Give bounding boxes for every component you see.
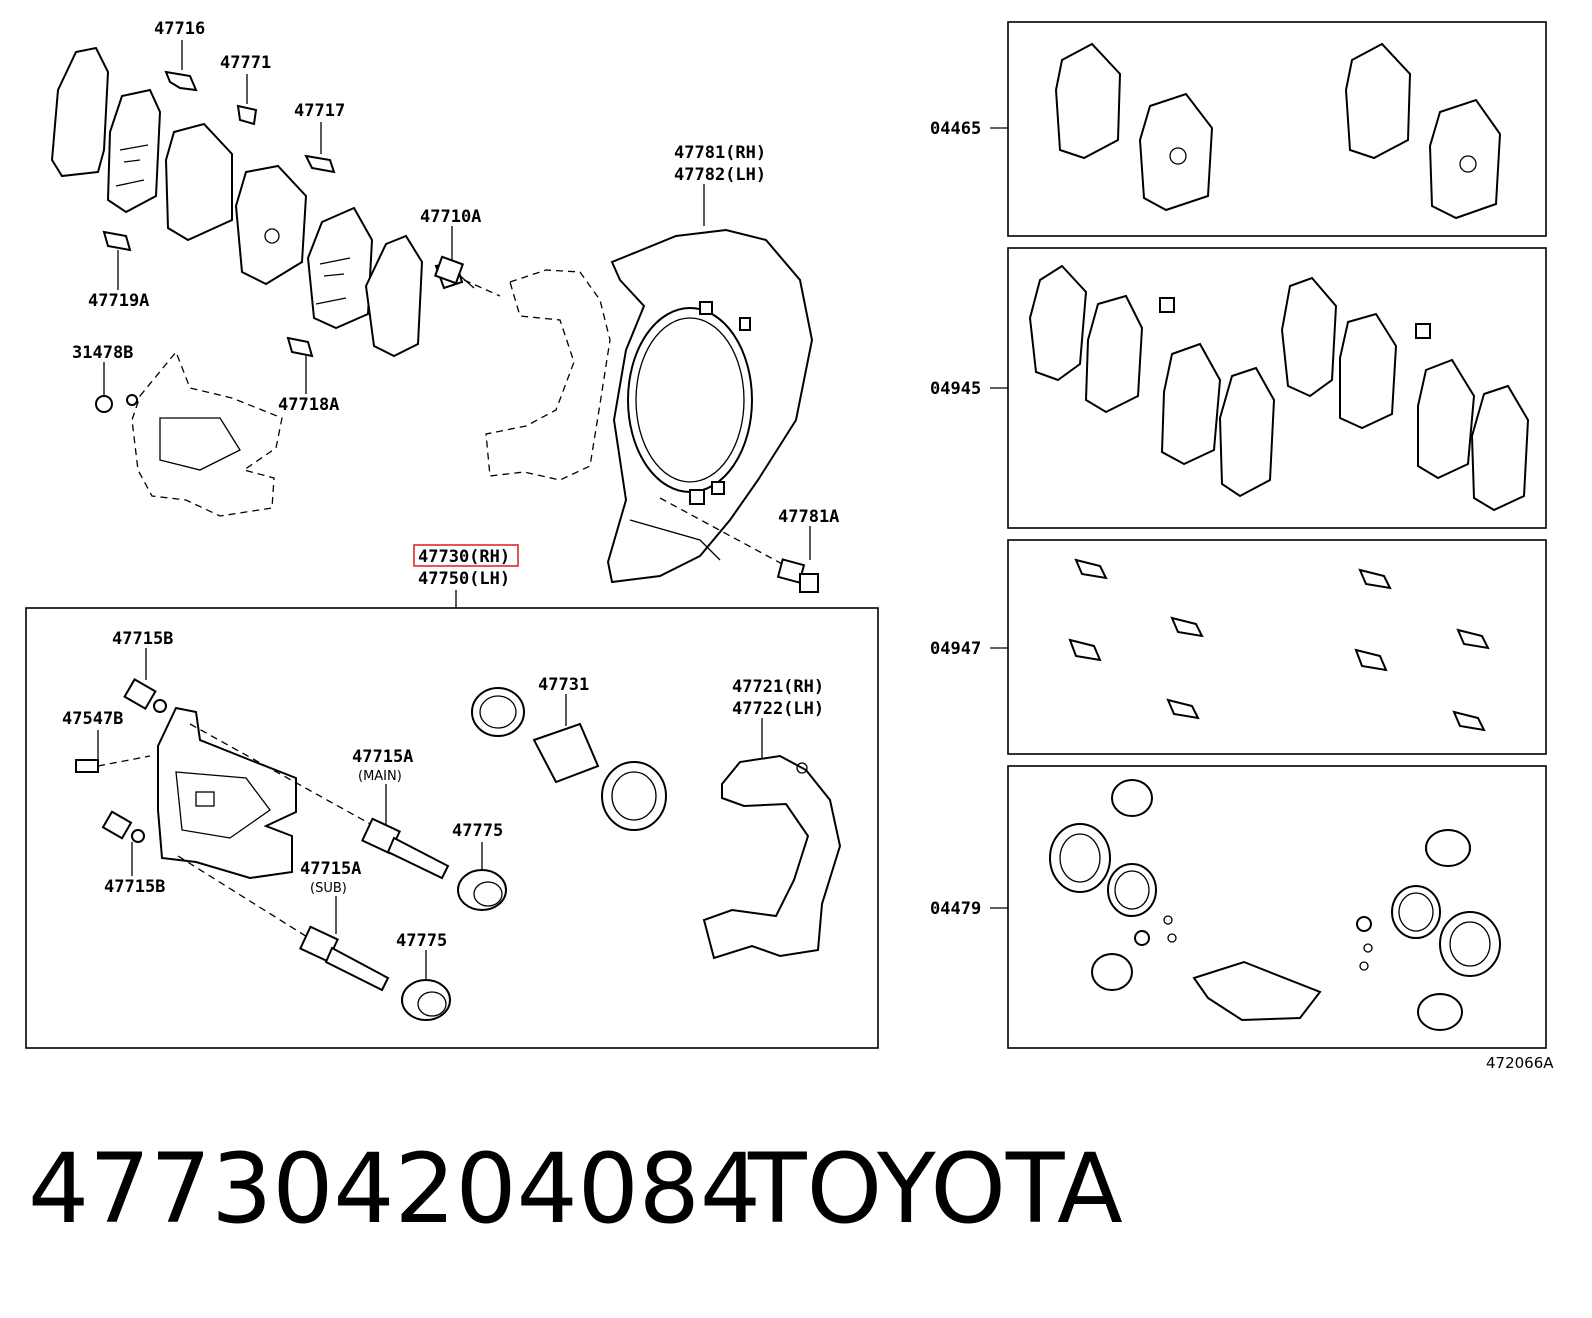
label-47719a: 47719A [88,291,149,311]
kit-panel-04465 [990,21,1547,237]
label-47717: 47717 [294,101,345,121]
label-47750lh: 47750(LH) [418,569,510,589]
label-47775-bottom: 47775 [396,931,447,951]
label-47716: 47716 [154,19,205,39]
label-47718a: 47718A [278,395,339,415]
label-47710a: 47710A [420,207,481,227]
label-47730rh[interactable]: 47730(RH) [418,547,510,567]
label-04479: 04479 [930,899,981,919]
guide-pin-sub-illustration [299,925,390,992]
label-47775-top: 47775 [452,821,503,841]
pad-set-illustration [50,46,424,358]
label-47721rh: 47721(RH) [732,677,824,697]
label-47731: 47731 [538,675,589,695]
label-04465: 04465 [930,119,981,139]
label-04947: 04947 [930,639,981,659]
label-47782lh: 47782(LH) [674,165,766,185]
bolt-47710a-illustration [433,255,475,289]
label-47781rh: 47781(RH) [674,143,766,163]
label-47715a-main: 47715A [352,747,413,767]
kit-panel-04945 [990,247,1547,529]
dust-cover-illustration [606,228,814,584]
leader-lines-upper [103,40,811,608]
label-47715b-top: 47715B [112,629,173,649]
label-47547b: 47547B [62,709,123,729]
caliper-body-illustration [157,706,375,941]
boot-47775-illustration [401,869,507,1021]
guide-pin-main-illustration [361,817,450,880]
label-47722lh: 47722(LH) [732,699,824,719]
brand-heading: TOYOTA [747,1133,1123,1245]
label-main-tag: (MAIN) [358,769,402,784]
bolt-47781a-illustration [659,497,819,593]
leader-lines-caliper [97,648,763,980]
clip-illustrations [102,70,336,358]
label-47715a-sub: 47715A [300,859,361,879]
piston-and-seal-illustration [471,687,667,831]
bleeder-and-bolts-illustration [75,677,167,843]
label-47715b-bottom: 47715B [104,877,165,897]
label-04945: 04945 [930,379,981,399]
bracket-upper-illustration [434,260,611,481]
label-sub-tag: (SUB) [310,881,347,896]
label-47781a: 47781A [778,507,839,527]
caliper-body-upper-illustration [95,350,283,517]
label-47771: 47771 [220,53,271,73]
kit-panel-04947 [990,539,1547,755]
mounting-bracket-illustration [702,754,842,960]
part-number-heading: 477304204084 [28,1133,761,1245]
kit-panel-04479 [990,765,1547,1049]
caliper-assembly-box [25,607,879,1049]
figure-reference: 472066A [1486,1054,1554,1072]
label-31478b: 31478B [72,343,133,363]
highlight-box [413,544,519,567]
